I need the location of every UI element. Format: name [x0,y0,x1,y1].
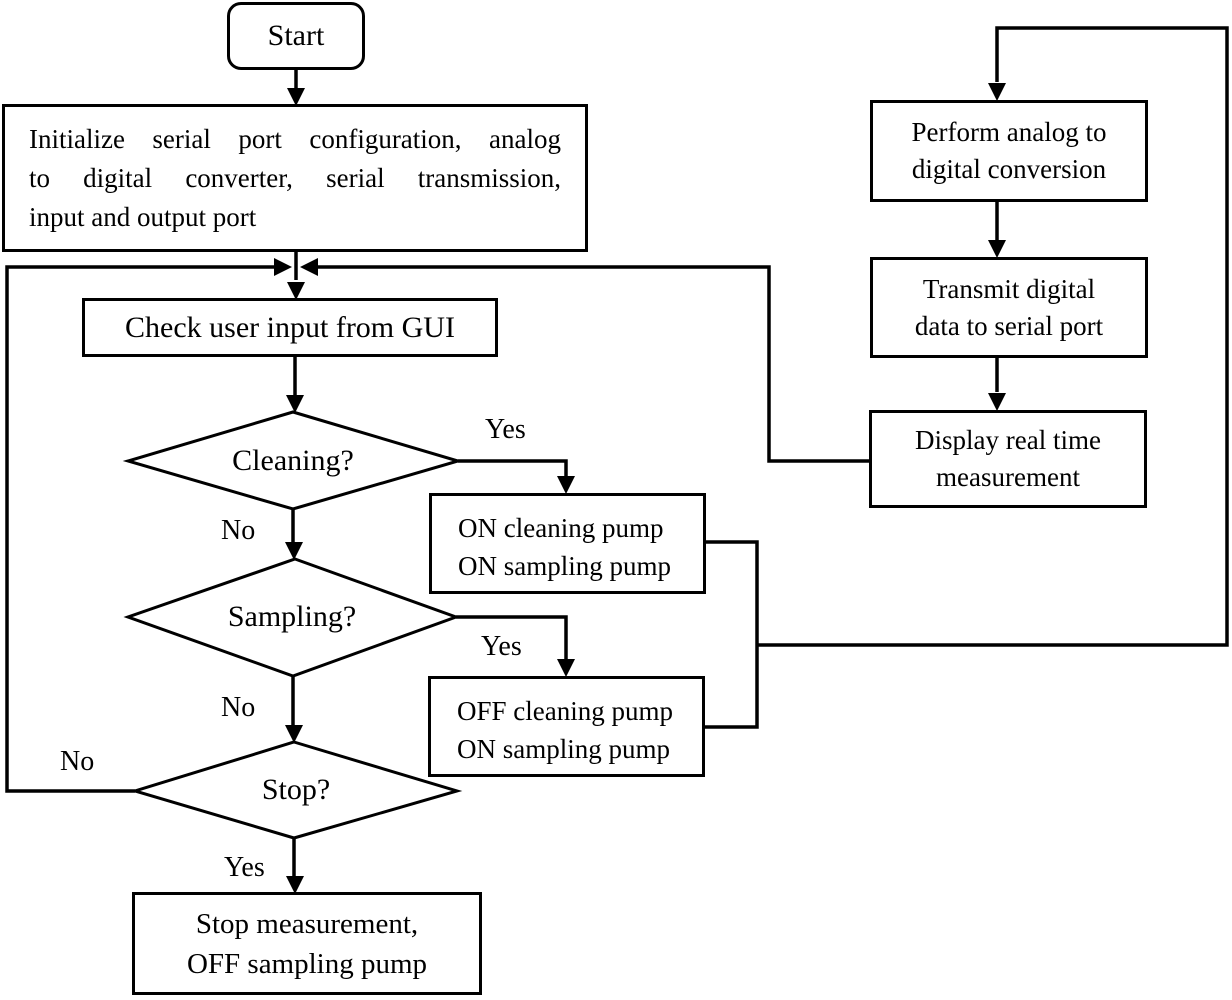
start-node: Start [227,2,365,70]
stop-measurement-line-1: Stop measurement, [195,907,419,940]
cleaning-label: Cleaning? [232,444,354,477]
arrowhead-into-onpump [557,476,575,494]
sampling-diamond [123,557,461,678]
cleaning-no-label: No [221,515,256,546]
arrowhead-into-adc [988,83,1006,101]
edge-pump-adc-loop [757,26,1229,647]
on-pump-line-2: ON sampling pump [458,551,671,581]
adc-line-1: Perform analog to [911,117,1107,147]
arrowhead-into-sampling [285,542,303,560]
adc-node: Perform analog to digital conversion [870,100,1148,202]
start-label: Start [267,19,325,52]
arrowhead-into-stopmeas [286,876,304,894]
stop-no-label: No [60,746,95,777]
stop-measurement-line-2: OFF sampling pump [186,947,428,980]
sampling-label: Sampling? [227,600,357,633]
off-pump-line-2: ON sampling pump [457,734,670,764]
stop-label: Stop? [261,773,331,806]
transmit-line-2: data to serial port [914,310,1104,341]
on-pump-node: ON cleaning pump ON sampling pump [429,493,706,594]
sampling-yes-label: Yes [481,631,522,662]
edge-sampling-yes [456,615,568,659]
arrowhead-into-display [988,393,1006,411]
edge-pump-bracket [705,540,759,729]
arrowhead-into-stop [285,725,303,743]
off-pump-line-1: OFF cleaning pump [457,696,673,726]
check-input-node: Check user input from GUI [82,298,498,357]
arrowhead-into-transmit [988,240,1006,258]
transmit-node: Transmit digital data to serial port [870,257,1148,358]
off-pump-node: OFF cleaning pump ON sampling pump [428,676,705,777]
arrowhead-merge-from-right [300,258,318,276]
arrowhead-into-cleaning [286,395,304,413]
cleaning-diamond [122,410,464,511]
on-pump-line-1: ON cleaning pump [458,513,664,543]
edge-display-feedback [318,265,869,463]
init-line-3: input and output port [29,202,257,232]
stop-measurement-node: Stop measurement, OFF sampling pump [132,892,482,995]
edge-cleaning-yes [458,459,568,476]
arrowhead-into-init [287,88,305,106]
stop-diamond [129,740,463,840]
cleaning-yes-label: Yes [485,414,526,445]
adc-line-2: digital conversion [911,154,1107,184]
display-node: Display real time measurement [869,410,1147,508]
init-line-2: to digital converter, serial transmissio… [29,163,561,193]
init-node: Initialize serial port configuration, an… [2,104,588,252]
arrowhead-into-offpump [557,659,575,677]
arrowhead-merge-from-left [274,258,292,276]
transmit-line-1: Transmit digital [922,273,1096,304]
init-line-1: Initialize serial port configuration, an… [29,124,561,154]
edge-stop-no-loop [5,265,274,793]
display-line-1: Display real time [915,425,1101,455]
stop-yes-label: Yes [224,852,265,883]
arrowhead-into-check [287,282,305,300]
check-input-label: Check user input from GUI [125,310,455,344]
display-line-2: measurement [936,462,1080,492]
sampling-no-label: No [221,692,256,723]
